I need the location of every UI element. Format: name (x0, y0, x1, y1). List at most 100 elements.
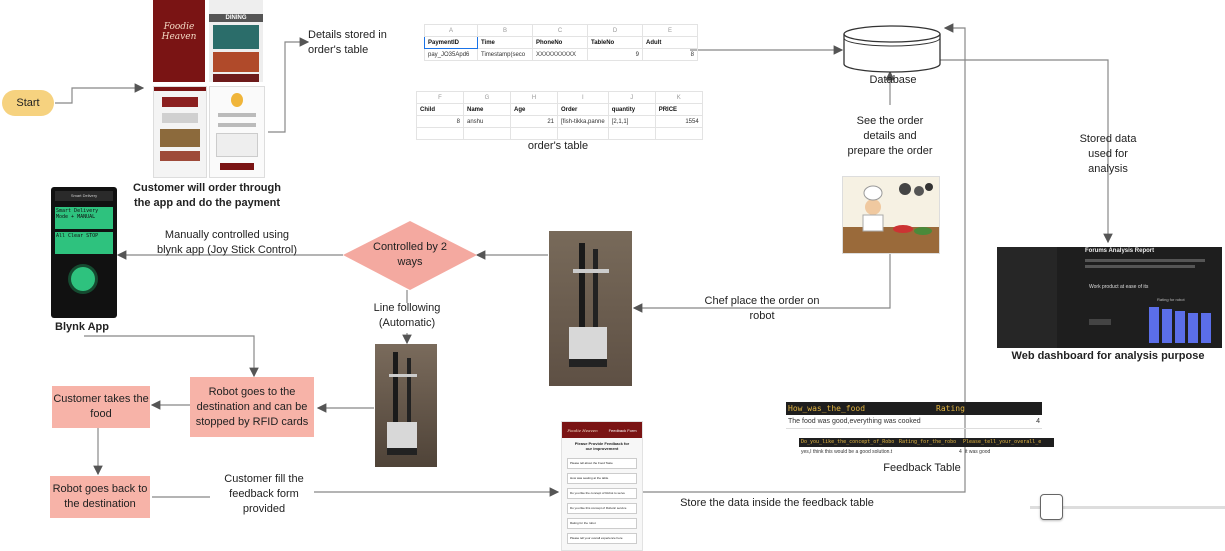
col-letter: I (557, 91, 609, 104)
blynk-button-stop[interactable]: All Clear STOP (55, 232, 113, 254)
table-header: Child (416, 103, 464, 116)
app-menu-title: DINING (209, 14, 263, 22)
details-stored-label: Details stored in order's table (308, 29, 387, 56)
robot-goes-box: Robot goes to the destination and can be… (190, 377, 314, 437)
col-letter: H (510, 91, 558, 104)
table-cell: Timestamp(seco (477, 48, 533, 61)
arrow-start-to-app (55, 83, 145, 104)
chef-prepare-label: See the order details and prepare the or… (847, 115, 933, 157)
col-letter: G (463, 91, 511, 104)
start-node: Start (2, 90, 54, 116)
app-screenshots: Foodie Heaven DINING (145, 0, 269, 178)
chef-place-label: Chef place the order on robot (704, 295, 820, 322)
feedback-header-row: How_was_the_food Rating (786, 402, 1042, 415)
col-letter: F (416, 91, 464, 104)
robot-photo-2 (375, 344, 437, 467)
table-cell: 4 (1036, 418, 1040, 425)
feedback-form-screen: Foodie Heaven Feedback Form Please Provi… (561, 421, 643, 551)
dashboard-bar-chart (1149, 307, 1211, 343)
app-screen-4 (209, 86, 265, 178)
form-field[interactable]: Do you like this concept of Robotic serv… (567, 503, 637, 514)
web-dashboard: Forums Analysis Report Work product at e… (997, 247, 1222, 348)
arrow-chef-to-robot (632, 250, 891, 313)
web-dashboard-label: Web dashboard for analysis purpose (1011, 350, 1205, 362)
joystick-control[interactable] (71, 267, 95, 291)
blynk-button-manual[interactable]: Smart Delivery Mode + MANUAL (55, 207, 113, 229)
table-cell: pay_JO35Apd6 (424, 48, 478, 61)
table-header: Adult (642, 36, 698, 49)
table-header: Age (510, 103, 558, 116)
col-letter: A (424, 24, 478, 37)
orders-table-caption: order's table (527, 140, 589, 152)
blynk-app-screen: Smart Delivery Smart Delivery Mode + MAN… (51, 187, 117, 318)
col-letter: C (532, 24, 588, 37)
table-cell: 9 (587, 48, 643, 61)
table-cell: 1554 (654, 115, 703, 128)
robot-back-box: Robot goes back to the destination (50, 476, 150, 518)
table-header: Order (557, 103, 609, 116)
app-screen-3 (153, 86, 207, 178)
app-screen-2: DINING (209, 0, 263, 82)
database-label: Database (869, 74, 917, 86)
table-header: How_was_the_food (788, 404, 866, 413)
form-field[interactable]: How was seating at the table (567, 473, 637, 484)
table-cell: 8 (642, 48, 698, 61)
arrow-db-to-dashboard (940, 59, 1113, 244)
orders-table-2: F G H I J K Child Name Age Order quantit… (416, 91, 703, 140)
decision-diamond (343, 221, 477, 290)
col-letter: E (642, 24, 698, 37)
feedback-table-caption: Feedback Table (883, 462, 961, 474)
zoom-slider-handle[interactable] (1040, 494, 1063, 520)
robot-photo-1 (549, 231, 632, 386)
dashboard-title: Forums Analysis Report (1085, 248, 1155, 254)
table-cell: [2,1,1] (607, 115, 656, 128)
app-logo-1: Foodie Heaven (161, 22, 197, 42)
table-cell: anshu (463, 115, 511, 128)
arrow-blynk-to-robot-goes (84, 335, 259, 378)
dashboard-subtitle: Work product at ease of its (1089, 284, 1149, 290)
app-screen-1: Foodie Heaven (153, 0, 205, 82)
database-icon (843, 25, 941, 73)
stored-analysis-label: Stored data used for analysis (1079, 133, 1137, 175)
chef-illustration (842, 176, 940, 254)
table-header: quantity (607, 103, 656, 116)
dashboard-chart-title: Rating for robot (1157, 297, 1185, 302)
table-header: Name (463, 103, 511, 116)
store-feedback-label: Store the data inside the feedback table (680, 497, 874, 509)
customer-takes-box: Customer takes the food (52, 386, 150, 428)
form-field[interactable]: Please tell about the Food Taste (567, 458, 637, 469)
arrow-form-to-db (642, 23, 966, 493)
table-header: PhoneNo (532, 36, 588, 49)
table-cell: XXXXXXXXXX (532, 48, 588, 61)
blynk-header: Smart Delivery (55, 191, 113, 201)
table-cell: 21 (510, 115, 558, 128)
customer-fill-label: Customer fill the feedback form provided (224, 473, 304, 515)
arrow-app-to-table (268, 37, 310, 133)
controlled-label: Controlled by 2 ways (373, 241, 447, 268)
orders-table-1: A B C D E PaymentID Time PhoneNo TableNo… (424, 24, 698, 61)
table-cell: it was good (965, 449, 991, 455)
feedback-data-row: yes,I think this would be a good solutio… (799, 447, 1054, 457)
zoom-slider-track[interactable] (1030, 506, 1225, 509)
feedback-form-title: Please Provide Feedback for our improvem… (574, 441, 630, 451)
table-header: PaymentID (424, 36, 478, 49)
form-field[interactable]: Please tell your overall experience here (567, 533, 637, 544)
manual-control-label: Manually controlled using blynk app (Joy… (157, 229, 297, 256)
col-letter: J (607, 91, 656, 104)
blynk-app-label: Blynk App (55, 321, 109, 333)
feedback-header-row: Do_you_like_the_concept_of_Robo Rating_f… (799, 438, 1054, 447)
table-header: TableNo (587, 36, 643, 49)
table-header: Please_tell_your_overall_e (963, 439, 1042, 445)
table-header: Rating (936, 404, 965, 413)
form-field[interactable]: Rating for the robot (567, 518, 637, 529)
col-letter: B (477, 24, 533, 37)
chef-icon (843, 183, 939, 253)
table-cell: 4 (959, 449, 962, 455)
table-header: Time (477, 36, 533, 49)
table-cell: [fish-tikka,panne (557, 115, 609, 128)
table-header: Rating_for_the_robo (899, 439, 957, 445)
table-cell: 8 (416, 115, 464, 128)
col-letter: D (587, 24, 643, 37)
form-field[interactable]: Do you like the concept of Robot to serv… (567, 488, 637, 499)
